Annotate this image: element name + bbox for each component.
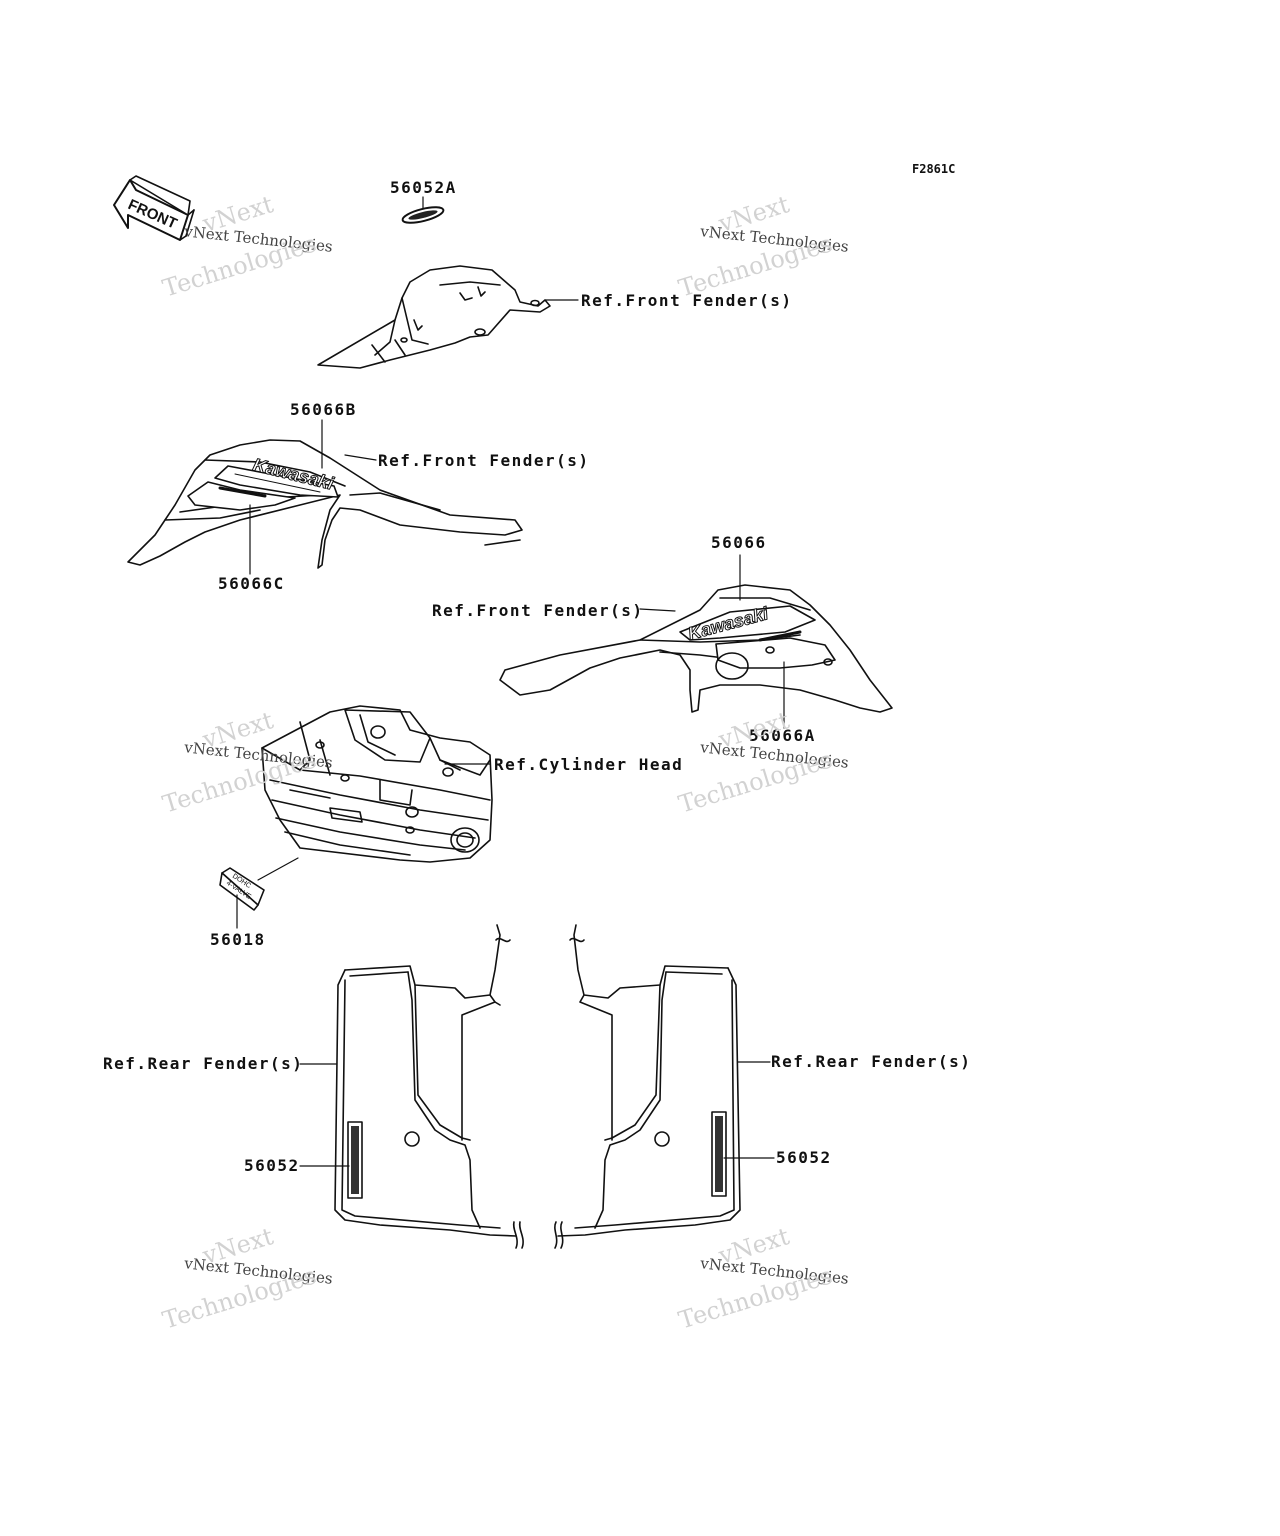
callout-56066C: 56066C xyxy=(218,574,285,593)
callout-ref-front-fender-1: Ref.Front Fender(s) xyxy=(581,291,793,310)
front-direction-arrow-icon: FRONT xyxy=(113,175,195,241)
callout-56066: 56066 xyxy=(711,533,767,552)
callout-56052-right: 56052 xyxy=(776,1148,832,1167)
callout-ref-rear-fender-right: Ref.Rear Fender(s) xyxy=(771,1052,972,1071)
dohc-4-valve-plate-icon: DOHC 4-VALVE xyxy=(219,867,265,911)
front-fender-upper-part xyxy=(317,265,551,369)
rear-fender-left-part xyxy=(334,924,524,1249)
callout-ref-front-fender-2: Ref.Front Fender(s) xyxy=(378,451,590,470)
callout-56052-left: 56052 xyxy=(244,1156,300,1175)
rear-fender-right-part xyxy=(554,924,741,1249)
front-fender-right-part: Kawasaki xyxy=(499,584,893,713)
callout-ref-rear-fender-left: Ref.Rear Fender(s) xyxy=(103,1054,304,1073)
callout-ref-front-fender-3: Ref.Front Fender(s) xyxy=(432,601,644,620)
figure-id: F2861C xyxy=(912,162,956,176)
callout-ref-cylinder-head: Ref.Cylinder Head xyxy=(494,755,684,774)
callout-56018: 56018 xyxy=(210,930,266,949)
callout-56066A: 56066A xyxy=(749,726,816,745)
callout-56052A: 56052A xyxy=(390,178,457,197)
emblem-56052A-icon xyxy=(401,206,445,224)
callout-56066B: 56066B xyxy=(290,400,357,419)
cylinder-head-part xyxy=(261,705,493,863)
